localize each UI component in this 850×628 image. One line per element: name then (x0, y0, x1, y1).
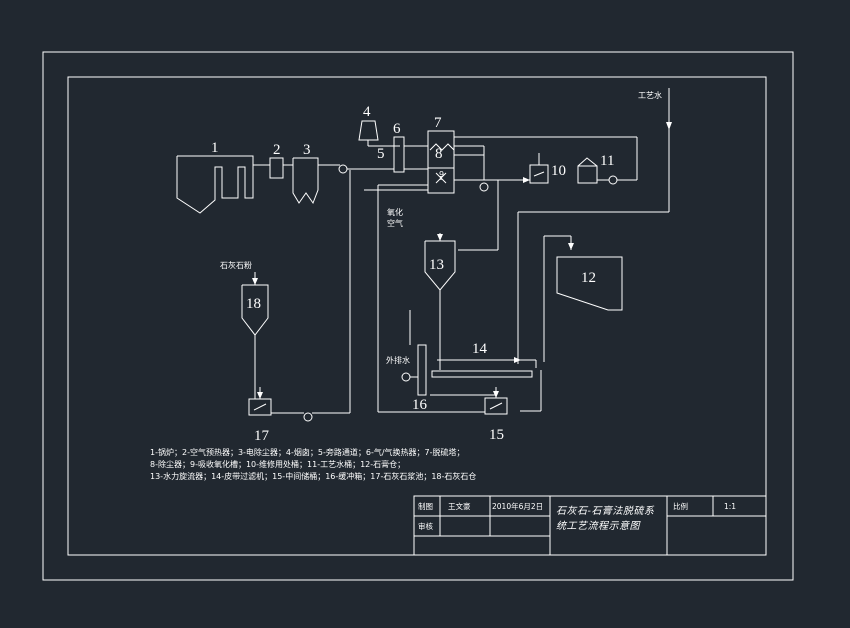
inner-frame (67, 76, 767, 556)
external-drain-label: 外排水 (386, 355, 410, 365)
repair-tank (529, 153, 549, 184)
limestone-powder-label: 石灰石粉 (220, 260, 252, 270)
limestone-slurry-pool (248, 387, 350, 422)
label-17: 17 (254, 428, 270, 444)
label-5: 5 (377, 146, 385, 162)
electrostatic-precipitator (292, 157, 340, 205)
label-12: 12 (581, 270, 596, 286)
legend-line-1: 1-锅炉；2-空气预热器；3-电除尘器；4-烟囱；5-旁路通道；6-气/气换热器… (150, 447, 465, 457)
limestone-bin (241, 272, 269, 399)
belt-filter (431, 370, 533, 378)
label-6: 6 (393, 121, 401, 137)
legend: 1-锅炉；2-空气预热器；3-电除尘器；4-烟囱；5-旁路通道；6-气/气换热器… (150, 447, 476, 481)
drawing-date: 2010年6月2日 (492, 501, 543, 511)
recirc-pump (479, 182, 489, 192)
label-10: 10 (551, 163, 566, 179)
boiler (176, 155, 270, 214)
legend-line-2: 8-除尘器；9-吸收氧化槽；10-维修用处桶；11-工艺水桶；12-石膏仓； (150, 459, 405, 469)
label-18: 18 (246, 296, 261, 312)
label-4: 4 (363, 104, 371, 120)
gas-gas-heater (393, 136, 405, 173)
label-8: 8 (435, 146, 443, 162)
scale-label: 比例 (673, 501, 688, 511)
buffer-tank (401, 310, 427, 396)
label-11: 11 (600, 153, 614, 169)
legend-line-3: 13-水力旋流器；14-皮带过滤机；15-中间储桶；16-缓冲箱；17-石灰石浆… (150, 471, 476, 481)
hydrocyclone (424, 233, 456, 370)
process-water-label: 工艺水 (638, 90, 662, 100)
absorber-tower (427, 130, 455, 194)
outer-frame (42, 51, 794, 581)
review-label: 审核 (418, 521, 433, 531)
label-1: 1 (211, 140, 219, 156)
drawing-title-line-2: 统工艺流程示意图 (556, 520, 641, 532)
oxidation-air-label: 氧化空气 (387, 207, 403, 228)
label-13: 13 (429, 257, 444, 273)
process-water-tank (577, 137, 638, 185)
label-7: 7 (434, 115, 442, 131)
drawing-title-line-1: 石灰石-石膏法脱硫系 (556, 505, 655, 517)
drawn-by: 王文豪 (448, 501, 471, 511)
gypsum-store (556, 256, 623, 311)
label-16: 16 (412, 397, 428, 413)
label-14: 14 (472, 341, 488, 357)
air-preheater (269, 157, 284, 179)
drawn-label: 制图 (418, 501, 433, 511)
chimney (358, 120, 400, 147)
booster-fan (338, 164, 348, 174)
label-15: 15 (489, 427, 504, 443)
label-3: 3 (303, 142, 311, 158)
scale-value: 1:1 (724, 502, 736, 511)
title-block (413, 495, 767, 556)
label-9: 9 (439, 170, 444, 179)
label-2: 2 (273, 142, 281, 158)
